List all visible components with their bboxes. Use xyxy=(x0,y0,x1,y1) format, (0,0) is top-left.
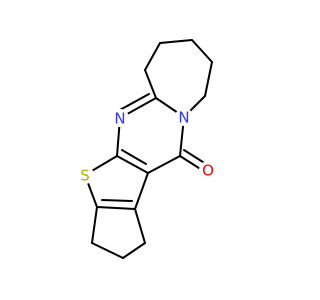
bond-thiophene-c-c xyxy=(134,172,149,210)
bond-azepane-2 xyxy=(144,42,161,71)
bond-cyclopentane-1 xyxy=(91,206,98,244)
bond-pyrimidine-fused xyxy=(116,155,149,174)
bond-azepane-1 xyxy=(144,69,157,99)
bond-cyclopentane-2 xyxy=(91,242,124,259)
atom-nitrogen-ring-junction-label: N xyxy=(178,109,189,127)
bond-thiophene-c-c-double-inner xyxy=(101,199,133,202)
bond-thiophene-c-c-double xyxy=(96,206,136,210)
atom-nitrogen-ring-junction: N xyxy=(175,108,193,127)
bond-cyclopentane-3 xyxy=(122,242,146,259)
bond-carbonyl-double-inner xyxy=(183,149,207,165)
atom-oxygen-label: O xyxy=(202,162,214,180)
atom-oxygen: O xyxy=(199,161,217,180)
bond-azepane-5 xyxy=(204,61,213,97)
atom-sulfur-label: S xyxy=(80,167,90,185)
bond-carbonyl-double xyxy=(179,155,203,171)
bond-cyclopentane-4 xyxy=(134,208,146,244)
atom-sulfur: S xyxy=(76,166,94,185)
bond-pyrimidine-fused-inner xyxy=(121,149,147,165)
bond-pyrimidine-c-carbonyl xyxy=(147,155,181,174)
molecule-diagram: N N S O xyxy=(76,39,217,259)
bond-azepane-4 xyxy=(191,39,213,63)
bond-azepane-3 xyxy=(159,39,193,44)
bond-pyrimidine-c-n-double-inner xyxy=(117,93,150,112)
atom-nitrogen-pyrimidine-label: N xyxy=(114,110,125,128)
structure-canvas: N N S O xyxy=(76,39,217,259)
atom-nitrogen-pyrimidine: N xyxy=(111,109,129,128)
